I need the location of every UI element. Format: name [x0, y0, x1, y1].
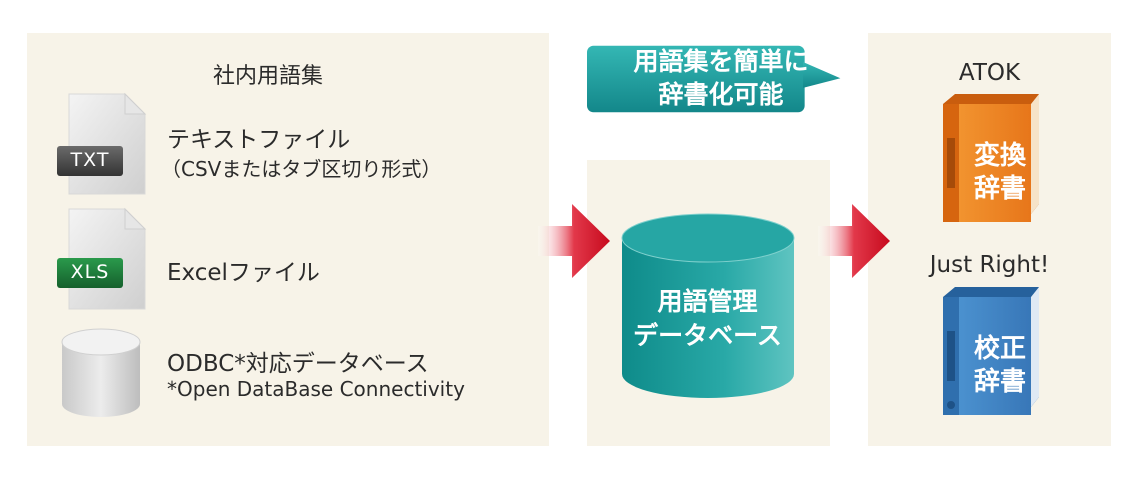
- justright-book-line2: 辞書: [973, 367, 1026, 397]
- txt-file-label: テキストファイル: [167, 127, 351, 153]
- database-line2: データベース: [633, 321, 782, 350]
- database-line1: 用語管理: [657, 287, 758, 316]
- justright-book-line1: 校正: [973, 334, 1026, 364]
- callout-bubble: [587, 45, 841, 113]
- odbc-label: ODBC*対応データベース: [167, 351, 429, 377]
- justright-book-label: 校正 辞書: [965, 333, 1035, 399]
- atok-book-line1: 変換: [973, 141, 1026, 171]
- odbc-sub: *Open DataBase Connectivity: [167, 377, 465, 401]
- xls-file-icon: [57, 207, 147, 310]
- book-icon-orange: [943, 94, 1039, 222]
- xls-file-label: Excelファイル: [167, 260, 320, 286]
- txt-badge: TXT: [70, 149, 110, 171]
- product-atok: ATOK: [958, 60, 1021, 86]
- product-justright: Just Right!: [929, 252, 1050, 278]
- txt-file-icon: [57, 92, 147, 195]
- callout-text: 用語集を簡単に 辞書化可能: [587, 45, 855, 111]
- red-arrow-icon-2: [818, 204, 890, 278]
- txt-file-sub: （CSVまたはタブ区切り形式）: [161, 157, 442, 181]
- atok-book-line2: 辞書: [973, 174, 1026, 204]
- term-database-icon: [621, 213, 795, 398]
- book-icon-blue: [943, 287, 1039, 415]
- atok-book-label: 変換 辞書: [965, 140, 1035, 206]
- xls-badge: XLS: [70, 261, 110, 283]
- database-label: 用語管理 データベース: [621, 285, 794, 353]
- database-cylinder-icon: [61, 328, 141, 417]
- source-title: 社内用語集: [213, 64, 324, 89]
- red-arrow-icon: [538, 204, 610, 278]
- callout-line1: 用語集を簡単に: [633, 47, 809, 76]
- callout-line2: 辞書化可能: [658, 80, 784, 109]
